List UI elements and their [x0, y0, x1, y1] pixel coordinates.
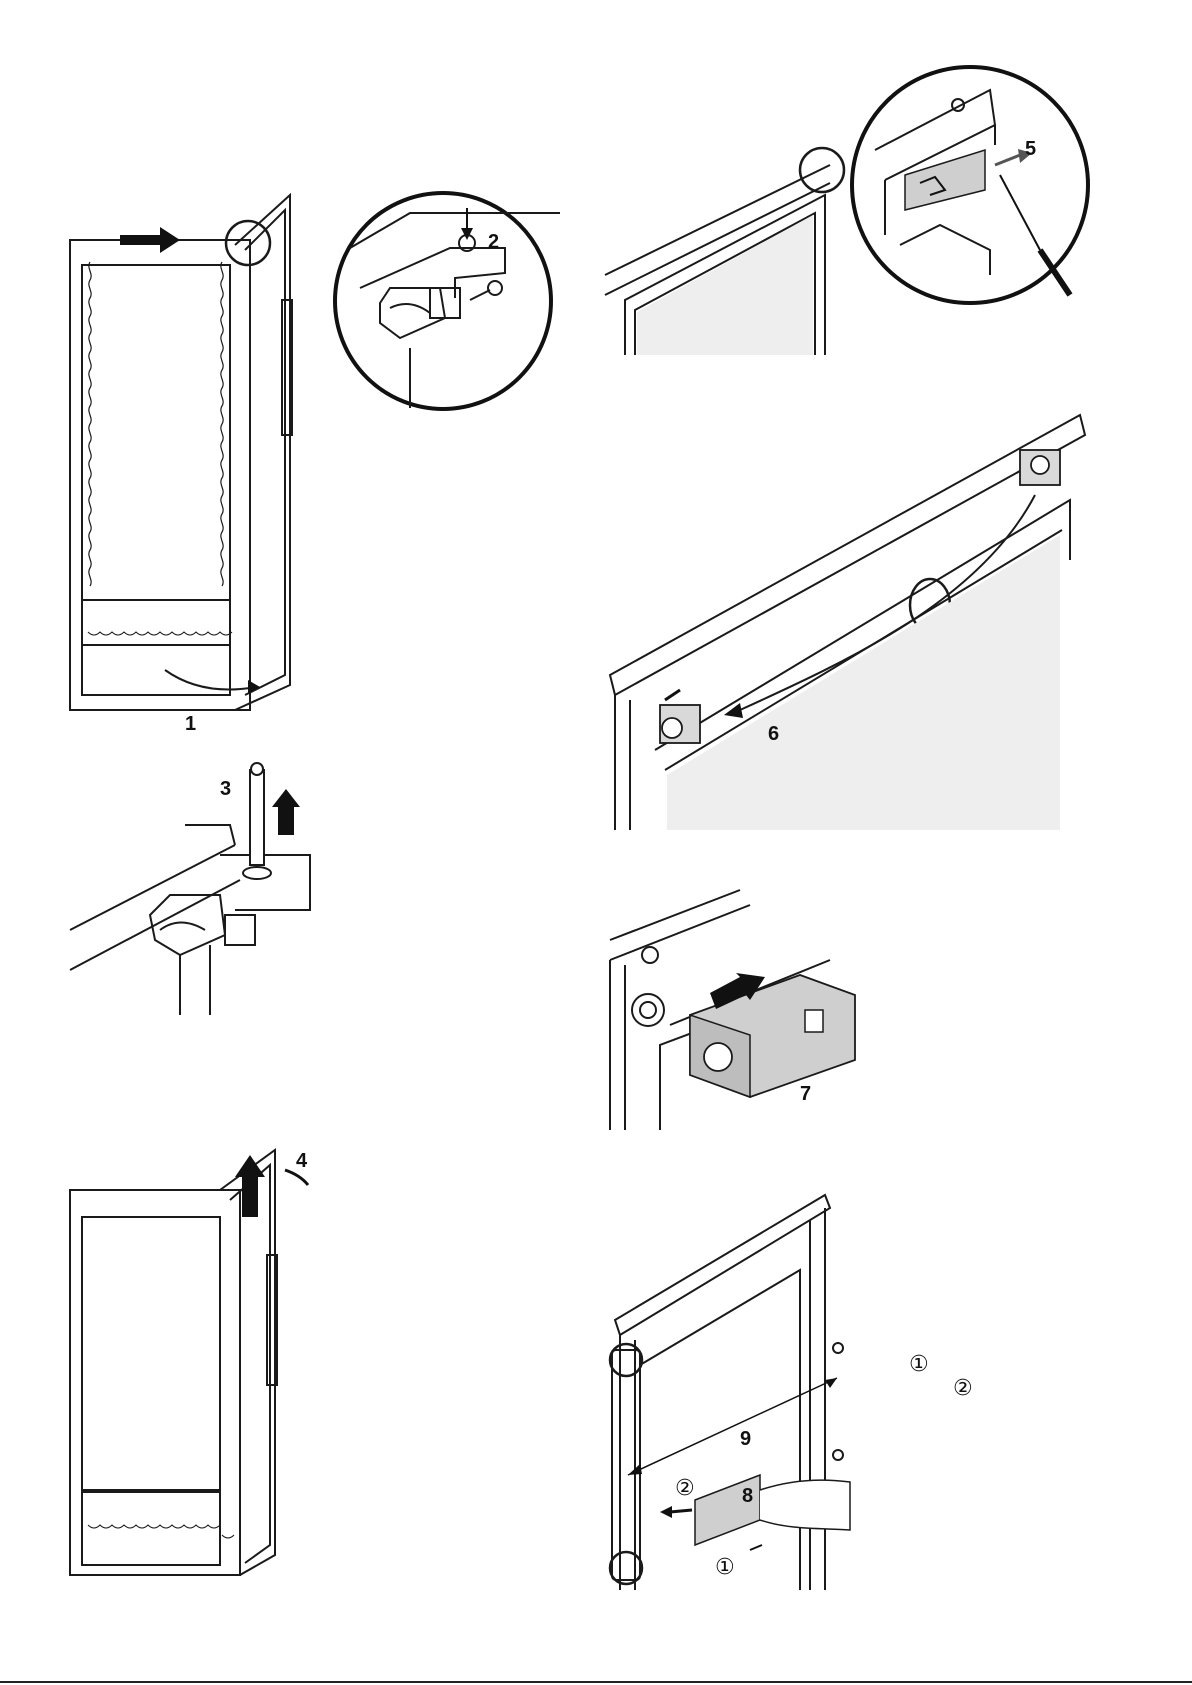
hand-icon — [760, 1480, 850, 1530]
figure-step-4-lift-door: 4 — [60, 1145, 320, 1605]
legend-marker-2: ② — [953, 1376, 973, 1401]
figure-step-3-remove-pin: 3 — [60, 755, 320, 1025]
step-label-5: 5 — [1025, 138, 1036, 160]
page-bottom-rule — [0, 1681, 1192, 1683]
open-door — [235, 195, 290, 710]
step-label-2: 2 — [488, 231, 499, 253]
step-label-4: 4 — [296, 1150, 308, 1172]
push-arrow-icon — [120, 227, 180, 253]
step-label-1: 1 — [185, 713, 196, 735]
hinge-pin — [250, 770, 264, 865]
door-top-frame — [615, 1195, 830, 1335]
step-label-6: 6 — [768, 723, 779, 745]
figure-step-7-insert-cover: 7 — [600, 885, 860, 1130]
sub-step-marker-1: ① — [715, 1555, 735, 1580]
cabinet-body — [70, 1190, 240, 1575]
swing-arrow-icon — [165, 670, 250, 690]
legend-marker-1: ① — [909, 1352, 929, 1377]
step-label-7: 7 — [800, 1083, 811, 1105]
figure-step-6-move-hinge-block: 6 — [600, 410, 1100, 830]
step-label-3: 3 — [220, 778, 231, 800]
figure-step-2-hinge-detail: 2 — [330, 188, 560, 418]
figure-step-8-9-handle: 9 8 ② ① — [600, 1190, 1160, 1610]
sub-step-marker-2: ② — [675, 1476, 695, 1501]
figure-step-1-open-door: 1 — [60, 180, 320, 740]
hinge-bush — [632, 994, 664, 1026]
cabinet-shelf-area — [82, 265, 230, 645]
transfer-arrow-icon — [628, 1378, 837, 1475]
figure-step-5-top-detail: 5 — [600, 65, 1140, 365]
hinge-callout-circle — [226, 221, 270, 265]
step-label-8: 8 — [742, 1485, 753, 1507]
step-label-9: 9 — [740, 1428, 751, 1450]
lift-arrow-icon — [272, 789, 300, 835]
hinge-bracket — [150, 895, 225, 955]
legend-sub-steps: ① ② — [905, 1345, 1005, 1415]
